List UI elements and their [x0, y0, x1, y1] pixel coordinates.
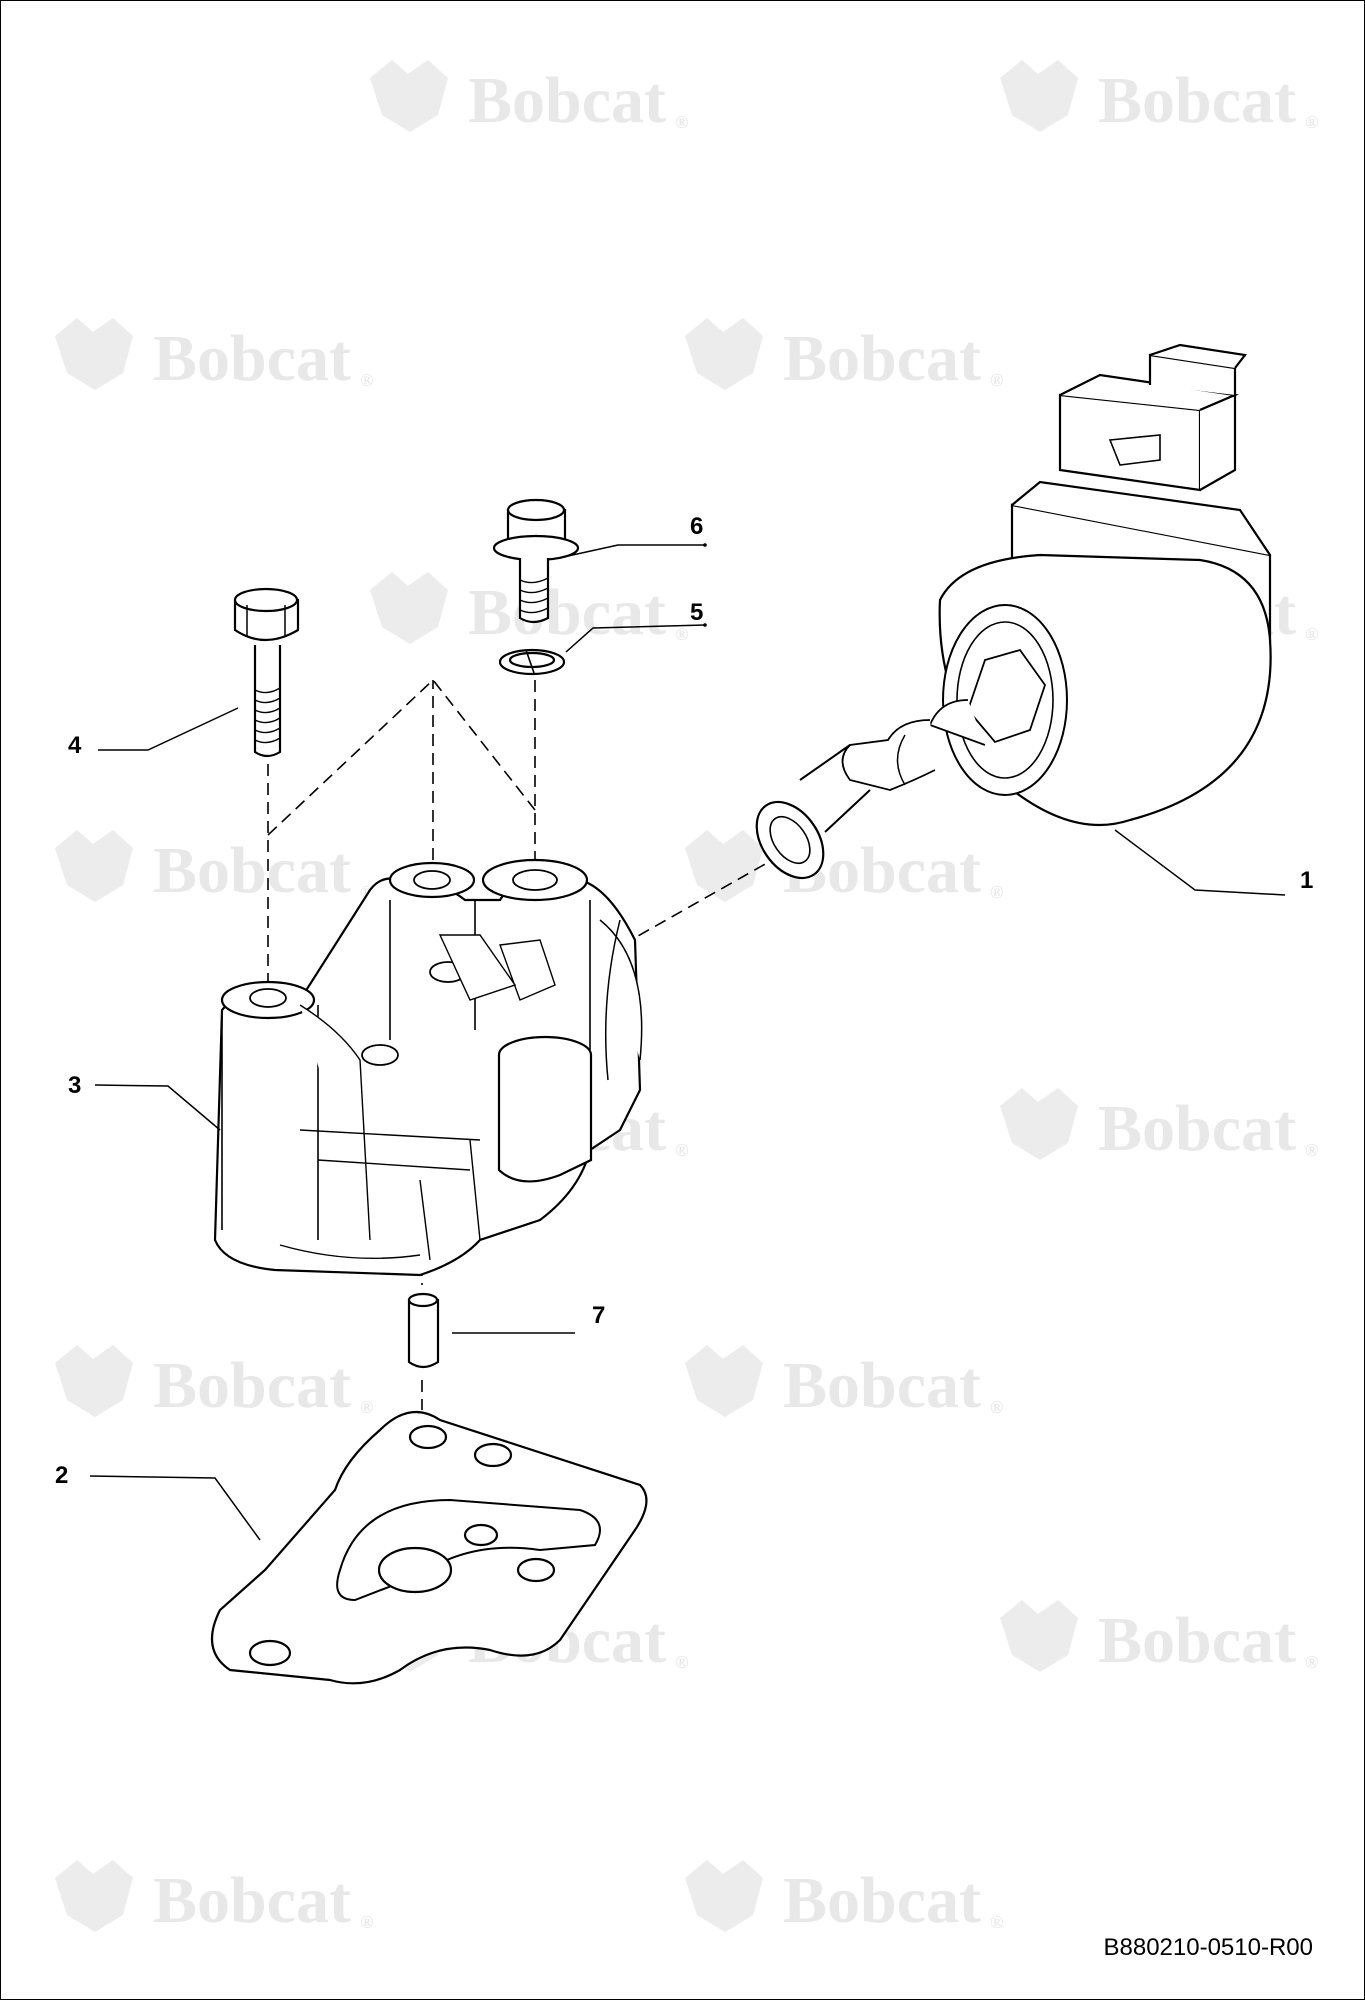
leader-line-1 [1114, 829, 1286, 896]
watermark-text: Bobcat [783, 322, 981, 395]
svg-text:®: ® [1305, 1140, 1318, 1160]
lock-washer [498, 648, 566, 676]
watermark: Bobcat ® [685, 1345, 1003, 1422]
svg-text:®: ® [360, 370, 373, 390]
watermark-text: Bobcat [153, 322, 351, 395]
watermark: Bobcat ® [685, 318, 1003, 395]
svg-text:®: ® [1305, 112, 1318, 132]
watermark-text: Bobcat [783, 1864, 981, 1937]
svg-text:®: ® [990, 370, 1003, 390]
watermark: Bobcat ® [370, 60, 688, 137]
watermark: Bobcat ® [55, 1860, 373, 1937]
svg-text:®: ® [990, 882, 1003, 902]
callout-6: 6 [690, 513, 703, 540]
watermark-layer: Bobcat ® Bobcat ® Bobcat ® Bobcat ® Bobc… [55, 60, 1318, 1937]
svg-text:®: ® [990, 1912, 1003, 1932]
watermark-text: Bobcat [153, 1864, 351, 1937]
watermark: Bobcat ® [1000, 60, 1318, 137]
valve-housing [213, 858, 643, 1277]
watermark: Bobcat ® [370, 572, 688, 649]
watermark-text: Bobcat [468, 576, 666, 649]
leader-line-4 [98, 707, 239, 751]
callout-7: 7 [592, 1302, 605, 1329]
svg-text:®: ® [360, 1397, 373, 1417]
leader-end-dots [703, 543, 707, 627]
watermark-text: Bobcat [468, 64, 666, 137]
dowel-pin [407, 1292, 440, 1369]
svg-text:®: ® [1305, 1652, 1318, 1672]
callout-4: 4 [68, 732, 82, 759]
svg-text:®: ® [675, 112, 688, 132]
callout-1: 1 [1300, 867, 1313, 894]
watermark-text: Bobcat [1098, 1092, 1296, 1165]
watermark-text: Bobcat [783, 1349, 981, 1422]
drawing-reference-number: B880210-0510-R00 [1103, 1934, 1314, 1961]
watermark-text: Bobcat [1098, 1604, 1296, 1677]
svg-text:®: ® [675, 1140, 688, 1160]
watermark: Bobcat ® [685, 1860, 1003, 1937]
leader-line-5 [565, 624, 706, 653]
callout-3: 3 [68, 1072, 81, 1099]
solenoid-coil-cartridge [755, 343, 1272, 880]
svg-text:®: ® [360, 1912, 373, 1932]
watermark-text: Bobcat [153, 834, 351, 907]
leader-lines [89, 544, 1286, 1541]
hex-bolt [233, 587, 300, 758]
watermark-text: Bobcat [1098, 64, 1296, 137]
svg-text:®: ® [675, 624, 688, 644]
leader-line-2 [89, 1475, 261, 1541]
watermark: Bobcat ® [55, 1345, 373, 1422]
watermark: Bobcat ® [1000, 1600, 1318, 1677]
watermark: Bobcat ® [55, 830, 373, 907]
svg-text:®: ® [990, 1397, 1003, 1417]
callout-5: 5 [690, 599, 703, 626]
svg-text:®: ® [1305, 624, 1318, 644]
watermark: Bobcat ® [1000, 1088, 1318, 1165]
callout-labels: 1 2 3 4 5 6 7 [55, 513, 1313, 1489]
leader-line-6 [567, 544, 705, 557]
watermark: Bobcat ® [55, 318, 373, 395]
flange-bolt [492, 498, 580, 624]
gasket [210, 1410, 648, 1685]
watermark-text: Bobcat [153, 1349, 351, 1422]
watermark: Bobcat ® [685, 830, 1003, 907]
svg-text:®: ® [675, 1652, 688, 1672]
callout-2: 2 [55, 1462, 68, 1489]
leader-line-3 [94, 1084, 221, 1131]
